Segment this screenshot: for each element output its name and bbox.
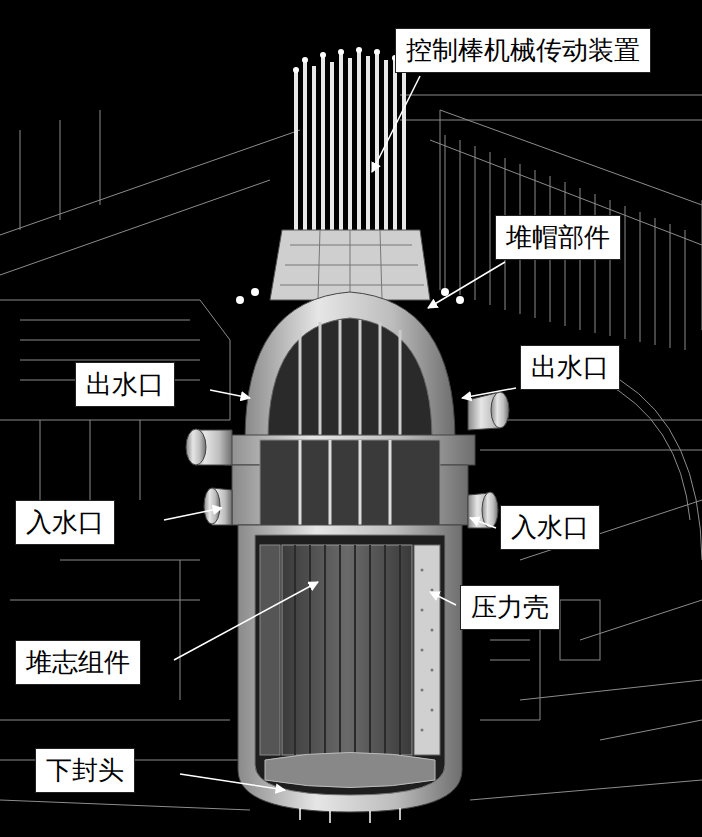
leader-lines [164, 76, 516, 790]
part-name: 入水口 [511, 510, 589, 545]
part-name: 入水口 [26, 505, 104, 540]
part-name: 堆志组件 [26, 645, 130, 680]
part-name: 堆帽部件 [506, 220, 610, 255]
part-name: 压力壳 [471, 590, 549, 625]
pressure-vessel [238, 525, 462, 812]
label-box: 入水口 [500, 505, 600, 550]
label-box: 堆志组件 [15, 640, 141, 685]
control-rod-drives [270, 47, 430, 300]
core [282, 545, 412, 755]
part-name: 下封头 [46, 753, 124, 788]
label-box: 出水口 [75, 362, 175, 407]
label-box: 堆帽部件 [495, 215, 621, 260]
label-box: 出水口 [520, 345, 620, 390]
label-box: 入水口 [15, 500, 115, 545]
part-name: 出水口 [531, 350, 609, 385]
vessel-head [245, 292, 455, 440]
label-box: 下封头 [35, 748, 135, 793]
label-box: 控制棒机械传动装置 [395, 28, 651, 73]
part-name: 出水口 [86, 367, 164, 402]
part-name: 控制棒机械传动装置 [406, 33, 640, 68]
label-box: 压力壳 [460, 585, 560, 630]
